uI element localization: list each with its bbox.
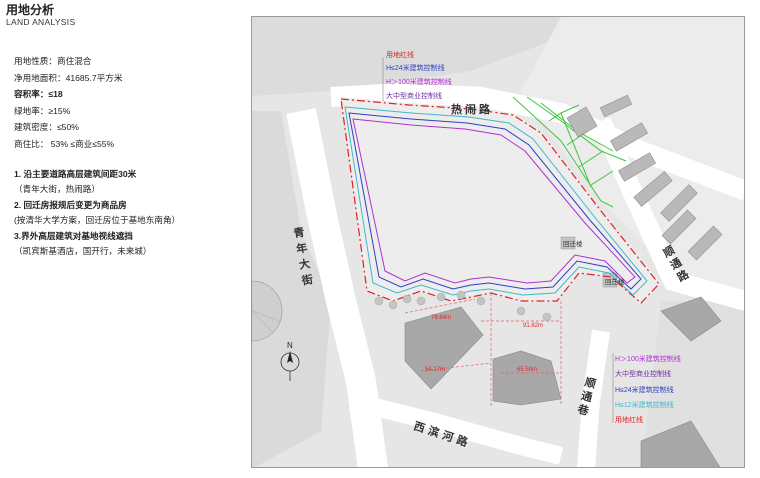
legend-bottom-h24: H≤24米建筑控制线: [615, 385, 674, 394]
legend-bottom-red-line: 用地红线: [615, 415, 643, 424]
h12-control-line: [344, 106, 648, 296]
legend-top-h100: H＞100米建筑控制线: [386, 77, 452, 86]
page-title: 用地分析: [6, 3, 55, 17]
west-radial-structure: [252, 280, 283, 342]
note-2-heading: 2. 回迁房报规后变更为商品房: [14, 199, 127, 210]
dimension-label-2: 91.82m: [523, 323, 543, 329]
legend-bottom-h12: H≤12米建筑控制线: [615, 400, 674, 409]
south-east-block: [641, 301, 744, 467]
north-label: N: [287, 341, 293, 350]
legend-top-commercial: 大中型商业控制线: [386, 91, 442, 100]
site-info-mix-ratio: 商住比： 53% ≤商业≤55%: [14, 138, 115, 149]
note-1-detail: （青年大街，热闹路）: [14, 184, 100, 195]
renao-road-label: 热闹路: [451, 102, 493, 116]
huiqian-building-2-label: 回迁楼: [605, 277, 625, 286]
south-buildings: [404, 296, 722, 467]
site-info-use: 用地性质：商住混合: [14, 56, 92, 66]
legend-bottom: H＞100米建筑控制线 大中型商业控制线 H≤24米建筑控制线 H≤12米建筑控…: [612, 353, 681, 424]
site-parcel: [341, 97, 661, 305]
site-info-area: 净用地面积：41685.7平方米: [14, 72, 123, 83]
site-plan-map: N 热闹路 青年大街 顺通路 顺通巷 西滨河路 回迁楼 回迁楼 78.64m 9…: [251, 16, 745, 468]
north-arrow: [280, 351, 300, 381]
shuntong-road: [591, 116, 744, 311]
dimension-label-3: 54.17m: [425, 367, 445, 373]
red-line-boundary: [340, 98, 660, 304]
north-block: [252, 17, 561, 96]
xibinhe-road: [348, 392, 564, 465]
note-3-heading: 3.界外高层建筑对基地视线遮挡: [14, 230, 133, 241]
note-1-heading: 1. 沿主要道路高层建筑间距30米: [14, 169, 137, 179]
legend-top-red-line: 用地红线: [386, 50, 414, 59]
site-info-far: 容积率：≤18: [14, 89, 63, 99]
site-info-list: 用地性质：商住混合 净用地面积：41685.7平方米 容积率：≤18 绿地率：≥…: [14, 53, 246, 152]
site-info-density: 建筑密度：≤50%: [14, 122, 79, 132]
ne-buildings: [566, 94, 723, 261]
h24-control-line: [348, 112, 642, 290]
north-east-block: [521, 17, 744, 301]
legend-bottom-h100: H＞100米建筑控制线: [615, 354, 681, 363]
site-info-green-ratio: 绿地率：≥15%: [14, 105, 71, 116]
shuntong-alley: [577, 329, 610, 467]
dimension-label-4: 65.59m: [517, 367, 537, 373]
page-title-block: 用地分析 LAND ANALYSIS: [6, 3, 76, 28]
legend-top-h24: H≤24米建筑控制线: [386, 63, 445, 72]
huiqian-building-1-label: 回迁楼: [563, 239, 583, 248]
legend-top: 用地红线 H≤24米建筑控制线 H＞100米建筑控制线 大中型商业控制线: [382, 50, 452, 101]
note-2-detail: (按清华大学方案，回迁房位于基地东南角）: [14, 215, 181, 226]
analysis-notes: 1. 沿主要道路高层建筑间距30米 （青年大街，热闹路） 2. 回迁房报规后变更…: [14, 167, 250, 259]
dimension-label-1: 78.64m: [431, 315, 451, 321]
h100-control-line: [352, 118, 636, 284]
west-block: [252, 111, 331, 467]
site-plan-drawing: N 热闹路 青年大街 顺通路 顺通巷 西滨河路 回迁楼 回迁楼 78.64m 9…: [252, 17, 744, 467]
legend-bottom-commercial: 大中型商业控制线: [615, 369, 671, 378]
trees: [374, 290, 552, 322]
page-subtitle: LAND ANALYSIS: [6, 17, 76, 27]
note-3-detail: （凯宾斯基酒店，国开行，未来城）: [14, 245, 152, 256]
